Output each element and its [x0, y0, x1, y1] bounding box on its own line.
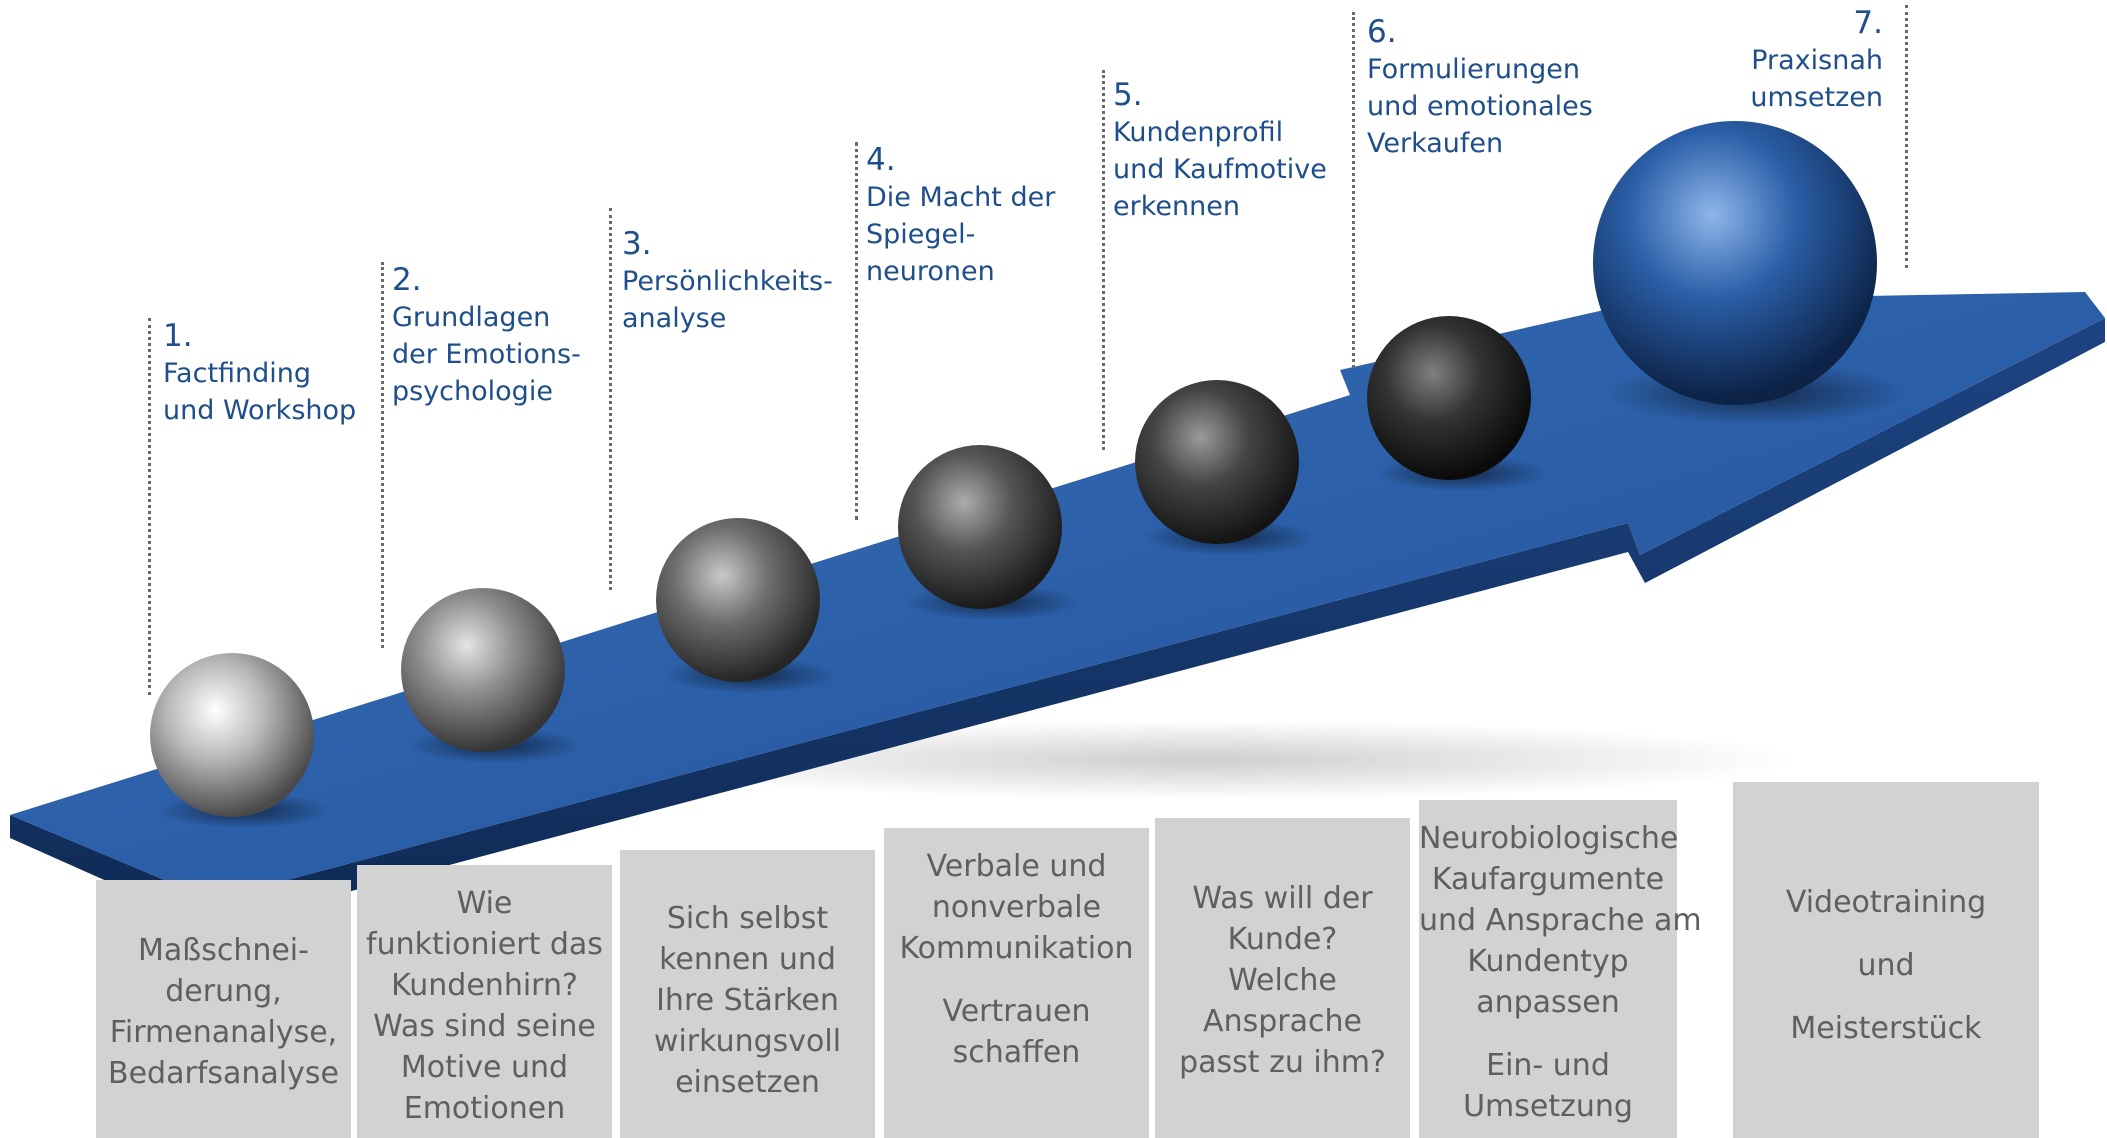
description-line: funktioniert das: [366, 927, 603, 962]
step-title-line: und Kaufmotive: [1113, 154, 1327, 185]
dotted-line-step-5: [1102, 70, 1105, 450]
step-title-line: der Emotions-: [392, 339, 581, 370]
description-line: derung,: [165, 974, 282, 1009]
sphere-step-3: [656, 518, 820, 682]
step-label-1: 1. Factfinding und Workshop: [163, 318, 356, 429]
dotted-line-step-3: [609, 208, 612, 590]
description-line: Kundenhirn?: [391, 968, 578, 1003]
step-label-2: 2. Grundlagen der Emotions-psychologie: [392, 262, 581, 410]
description-line: anpassen: [1476, 985, 1620, 1020]
step-title-line: Die Macht der: [866, 182, 1056, 213]
step-title-line: und Workshop: [163, 395, 357, 426]
description-line: Verbale und: [926, 849, 1107, 884]
sphere-step-2: [401, 588, 565, 752]
description-line: Kommunikation: [899, 931, 1134, 966]
description-line: Was will der: [1192, 881, 1373, 916]
description-line: Vertrauen: [942, 994, 1091, 1029]
step-title-line: analyse: [622, 303, 727, 334]
description-line: Motive und: [400, 1050, 569, 1085]
step-label-7: 7. Praxisnah umsetzen: [1750, 5, 1883, 116]
step-title-line: Spiegel-: [866, 219, 976, 250]
description-line: Ansprache: [1203, 1004, 1362, 1039]
description-line: Emotionen: [403, 1091, 566, 1126]
description-line: passt zu ihm?: [1179, 1045, 1386, 1080]
step-number: 6.: [1367, 14, 1397, 50]
step-label-3: 3. Persönlichkeits-analyse: [622, 226, 833, 337]
dotted-line-step-6: [1352, 12, 1355, 368]
sphere-step-5: [1135, 380, 1299, 544]
description-line: Neurobiologische: [1419, 821, 1679, 856]
sphere-step-6: [1367, 316, 1531, 480]
step-title-line: Persönlichkeits-: [622, 266, 833, 297]
sphere-step-7: [1593, 121, 1877, 405]
step-title-line: psychologie: [392, 376, 553, 407]
step-number: 3.: [622, 226, 652, 262]
step-title-line: erkennen: [1113, 191, 1240, 222]
description-line: Kundentyp: [1467, 944, 1629, 979]
description-line: kennen und: [659, 942, 836, 977]
step-title-line: umsetzen: [1750, 82, 1883, 113]
description-line: Ihre Stärken: [656, 983, 839, 1018]
dotted-line-step-1: [148, 318, 151, 695]
step-title-line: Verkaufen: [1367, 128, 1504, 159]
step-title-line: Grundlagen: [392, 302, 551, 333]
description-line: Wie: [456, 886, 513, 921]
step-number: 5.: [1113, 77, 1143, 113]
dotted-line-step-2: [381, 262, 384, 648]
description-line: schaffen: [952, 1035, 1081, 1070]
step-title-line: Factfinding: [163, 358, 312, 389]
step-number: 7.: [1853, 5, 1883, 41]
description-line: Was sind seine: [373, 1009, 596, 1044]
description-line: und: [1857, 948, 1915, 983]
step-label-5: 5. Kundenprofil und Kaufmotive erkennen: [1113, 77, 1327, 225]
description-line: einsetzen: [675, 1065, 820, 1100]
step-title-line: Praxisnah: [1751, 45, 1883, 76]
description-line: und Ansprache am: [1419, 903, 1702, 938]
step-title-line: und emotionales: [1367, 91, 1593, 122]
dotted-line-step-4: [855, 142, 858, 520]
sphere-step-4: [898, 445, 1062, 609]
description-line: Umsetzung: [1463, 1089, 1633, 1124]
sphere-layer: [150, 121, 1906, 829]
description-line: wirkungsvoll: [653, 1024, 842, 1059]
step-number: 2.: [392, 262, 422, 298]
description-line: Firmenanalyse,: [109, 1015, 338, 1050]
step-title-line: Kundenprofil: [1113, 117, 1284, 148]
description-line: Kaufargumente: [1431, 862, 1665, 897]
step-title-line: Formulierungen: [1367, 54, 1580, 85]
step-number: 4.: [866, 142, 896, 178]
description-line: Welche: [1228, 963, 1337, 998]
dotted-line-step-7: [1905, 5, 1908, 268]
description-line: Ein- und: [1486, 1048, 1610, 1083]
description-line: Meisterstück: [1790, 1011, 1982, 1046]
description-line: nonverbale: [931, 890, 1102, 925]
step-number: 1.: [163, 318, 193, 354]
description-line: Sich selbst: [666, 901, 829, 936]
sphere-step-1: [150, 653, 314, 817]
description-line: Kunde?: [1227, 922, 1338, 957]
description-line: Videotraining: [1785, 885, 1987, 920]
description-line: Bedarfsanalyse: [108, 1056, 339, 1091]
description-box-1: Maßschnei-derung, Firmenanalyse, Bedarfsan…: [96, 880, 351, 1138]
step-title-line: neuronen: [866, 256, 995, 287]
description-line: Maßschnei-: [138, 933, 309, 968]
